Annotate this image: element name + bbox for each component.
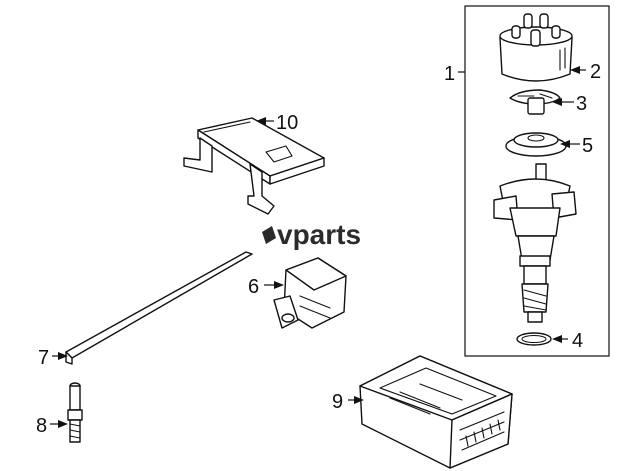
- ignition-coil: [273, 257, 347, 329]
- distributor-body: [493, 163, 577, 323]
- callout-3-label: 3: [576, 93, 587, 115]
- callout-10: 10: [256, 112, 298, 134]
- watermark-logo: vparts: [262, 219, 361, 250]
- spark-plug: [67, 382, 83, 443]
- rotor: [509, 89, 561, 115]
- o-ring: [516, 332, 552, 346]
- mounting-bracket: [183, 117, 325, 215]
- distributor-group-box: [464, 5, 610, 357]
- callout-9: 9: [332, 391, 364, 413]
- callout-5-label: 5: [582, 135, 593, 157]
- distributor-cap: [499, 13, 573, 82]
- callout-6-label: 6: [248, 276, 259, 298]
- callout-7: 7: [38, 347, 68, 369]
- callout-10-label: 10: [276, 112, 298, 134]
- watermark-text: vparts: [277, 219, 361, 250]
- callout-3: 3: [552, 93, 587, 115]
- callout-1-label: 1: [444, 63, 455, 85]
- callout-8-label: 8: [36, 415, 47, 437]
- control-module: [359, 355, 513, 469]
- ignition-wire: [65, 251, 253, 365]
- callout-9-label: 9: [332, 391, 343, 413]
- callout-6: 6: [248, 276, 284, 298]
- callout-4: 4: [552, 330, 583, 352]
- callout-8: 8: [36, 415, 68, 437]
- distributor-seal: [505, 132, 567, 157]
- callout-2-label: 2: [590, 61, 601, 83]
- callout-7-label: 7: [38, 347, 49, 369]
- callout-2: 2: [570, 61, 601, 83]
- callout-1: 1: [444, 63, 455, 85]
- callout-5: 5: [560, 135, 593, 157]
- callout-4-label: 4: [572, 330, 583, 352]
